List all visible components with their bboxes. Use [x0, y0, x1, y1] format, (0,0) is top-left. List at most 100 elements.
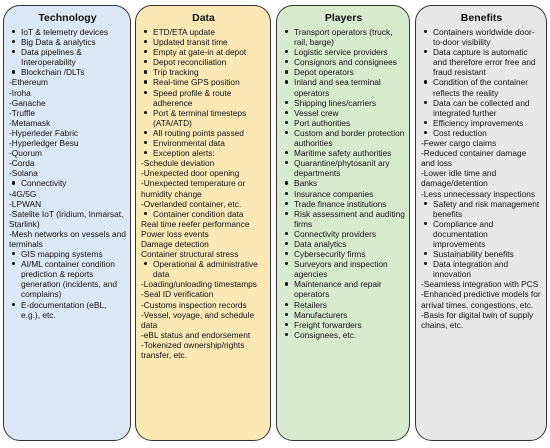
bullet-item: Quarantine/phytosanit ary departments — [282, 158, 405, 178]
sub-item: -Seamless integration with PCS — [421, 279, 539, 290]
sub-item: -Unexpected door opening — [141, 168, 240, 179]
sub-item: -Unexpected temperature or humidity chan… — [141, 178, 246, 199]
sub-item: Power loss events — [141, 228, 209, 239]
bullet-item: Banks — [282, 178, 405, 188]
sub-item: -Quorum — [9, 148, 42, 159]
bullet-item: Real-time GPS position — [141, 77, 266, 87]
bullet-item: AI/ML container condition prediction & r… — [9, 259, 126, 299]
sub-item: -Seal ID verification — [141, 289, 214, 300]
bullet-item: Logistic service providers — [282, 47, 405, 57]
sub-item: -Satelite IoT (Iridium, Inmarsat, Starli… — [9, 208, 124, 229]
bullet-item: Inland and sea terminal operators — [282, 77, 405, 98]
sub-item: -Fewer cargo claims — [421, 138, 497, 149]
sub-item: -Overlanded container, etc. — [141, 198, 242, 209]
sub-item: -Lower idle time and damage/detention — [421, 168, 497, 189]
sub-item: -Enhanced predictive models for arrival … — [421, 289, 541, 310]
benefits-title: Benefits — [460, 12, 503, 24]
bullet-item: Maritime safety authorities — [282, 148, 405, 158]
sub-item: -Mesh networks on vessels and terminals — [9, 228, 126, 249]
bullet-item: Updated transit time — [141, 37, 266, 47]
sub-item: -Metamask — [9, 117, 51, 128]
sub-item: -4G/5G — [9, 188, 37, 199]
bullet-item: Maintenance and repair operators — [282, 279, 405, 299]
sub-item: Damage detection — [141, 238, 209, 249]
benefits-panel: Benefits Containers worldwide door-to-do… — [415, 5, 547, 441]
sub-item: Real time reefer performance — [141, 218, 250, 229]
sub-item: -Hyperledger Besu — [9, 138, 79, 149]
bullet-item: Retailers — [282, 300, 405, 310]
sub-item: -Schedule deviation — [141, 158, 215, 169]
sub-item: -Reduced container damage and loss — [421, 148, 527, 169]
bullet-item: GIS mapping systems — [9, 249, 126, 259]
bullet-item: Insurance companies — [282, 189, 405, 199]
bullet-item: Transport operators (truck, rail, barge) — [282, 27, 405, 47]
sub-item: -Loading/unloading timestamps — [141, 279, 257, 290]
bullet-item: Custom and border protection authorities — [282, 128, 405, 148]
bullet-item: Speed profile & route adherence — [141, 88, 266, 108]
sub-item: Container structural stress — [141, 249, 239, 260]
bullet-item: Environmental data — [141, 138, 266, 148]
bullet-item: Freight forwarders — [282, 320, 405, 330]
bullet-item: Exception alerts: — [141, 148, 266, 158]
sub-item: -Tokenized ownership/rights transfer, et… — [141, 339, 245, 360]
sub-item: -Solana — [9, 168, 38, 179]
sub-item: -Basis for digital twin of supply chains… — [421, 309, 534, 330]
bullet-item: Blockchain /DLTs — [9, 67, 126, 77]
bullet-item: Consignors and consignees — [282, 57, 405, 67]
bullet-item: Shipping lines/carriers — [282, 98, 405, 108]
benefits-list: Containers worldwide door-to-door visibi… — [421, 27, 542, 330]
bullet-item: Sustainability benefits — [421, 249, 542, 259]
bullet-item: Port authorities — [282, 118, 405, 128]
bullet-item: Efficiency improvements — [421, 118, 542, 128]
bullet-item: Condition of the container reflects the … — [421, 77, 542, 98]
bullet-item: E-documentation (eBL, e.g.), etc. — [9, 300, 126, 320]
bullet-item: Data capture is automatic and therefore … — [421, 47, 542, 77]
sub-item: -Corda — [9, 158, 35, 169]
players-list: Transport operators (truck, rail, barge)… — [282, 27, 405, 340]
sub-item: -Customs inspection records — [141, 299, 247, 310]
bullet-item: Cost reduction — [421, 128, 542, 138]
bullet-item: Compliance and documentation improvement… — [421, 219, 542, 249]
bullet-item: Manufacturers — [282, 310, 405, 320]
bullet-item: ETD/ETA update — [141, 27, 266, 37]
sub-item: -LPWAN — [9, 198, 42, 209]
bullet-item: Data analytics — [282, 239, 405, 249]
bullet-item: Depot operators — [282, 67, 405, 77]
bullet-item: Risk assessment and auditing firms — [282, 209, 405, 229]
bullet-item: Consignees, etc. — [282, 330, 405, 340]
bullet-item: All routing points passed — [141, 128, 266, 138]
sub-item: -Truffle — [9, 107, 35, 118]
bullet-item: Surveyors and inspection agencies — [282, 259, 405, 279]
sub-item: -Iroha — [9, 87, 31, 98]
data-title: Data — [192, 12, 215, 24]
bullet-item: Safety and risk management benefits — [421, 199, 542, 219]
bullet-item: Data integration and innovation — [421, 259, 542, 279]
bullet-item: Trip tracking — [141, 67, 266, 77]
sub-item: -Less unnecessary inspections — [421, 188, 536, 199]
bullet-item: Depot reconciliation — [141, 57, 266, 67]
players-panel: Players Transport operators (truck, rail… — [276, 5, 410, 441]
bullet-item: Vessel crew — [282, 108, 405, 118]
bullet-item: Connectivity providers — [282, 229, 405, 239]
bullet-item: Data pipelines & Interoperability — [9, 47, 126, 67]
players-title: Players — [324, 12, 363, 24]
technology-title: Technology — [38, 12, 97, 24]
bullet-item: Port & terminal timesteps (ATA/ATD) — [141, 108, 266, 128]
sub-item: -Hyperleder Fabric — [9, 127, 79, 138]
sub-item: -Ganache — [9, 97, 46, 108]
bullet-item: Containers worldwide door-to-door visibi… — [421, 27, 542, 47]
bullet-item: Cybersecurity firms — [282, 249, 405, 259]
bullet-item: Big Data & analytics — [9, 37, 126, 47]
bullet-item: Container condition data — [141, 209, 266, 219]
bullet-item: Data can be collected and integrated fur… — [421, 98, 542, 118]
sub-item: -eBL status and endorsement — [141, 329, 251, 340]
sub-item: -Ethereum — [9, 77, 48, 88]
bullet-item: Trade finance institutions — [282, 199, 405, 209]
bullet-item: Connectivity — [9, 178, 126, 188]
bullet-item: IoT & telemetry devices — [9, 27, 126, 37]
bullet-item: Empty at gate-in at depot — [141, 47, 266, 57]
